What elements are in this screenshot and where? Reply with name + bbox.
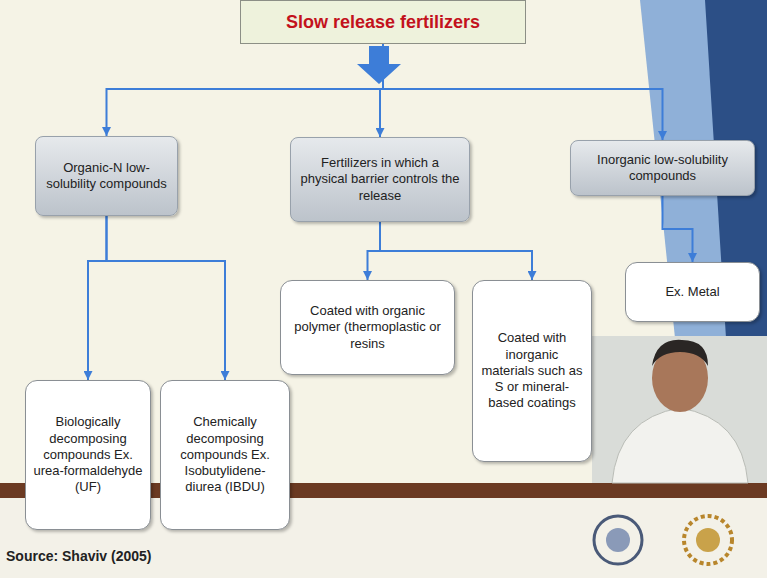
source-note: Source: Shaviv (2005)	[6, 548, 152, 564]
box-text: Coated with organic polymer (thermoplast…	[288, 303, 447, 352]
tree-connector	[368, 222, 381, 280]
speaker-hair	[652, 340, 708, 366]
tree-connector	[107, 216, 226, 380]
example-box: Chemically decomposing compounds Ex. Iso…	[160, 380, 290, 530]
box-text: Inorganic low-solubility compounds	[578, 152, 747, 185]
category-box: Fertilizers in which a physical barrier …	[290, 137, 470, 222]
category-box: Organic-N low-solubility compounds	[35, 136, 178, 216]
box-text: Fertilizers in which a physical barrier …	[298, 155, 462, 204]
institute-logo	[606, 528, 630, 552]
tree-connector	[663, 196, 693, 262]
tree-connector	[88, 216, 107, 380]
box-text: Chemically decomposing compounds Ex. Iso…	[168, 414, 282, 495]
example-box: Biologically decomposing compounds Ex. u…	[25, 380, 151, 530]
nptel-logo	[684, 516, 732, 564]
tree-connector	[107, 44, 384, 136]
box-text: Biologically decomposing compounds Ex. u…	[33, 414, 143, 495]
institute-logo	[594, 516, 642, 564]
title-box: Slow release fertilizers	[240, 0, 526, 44]
block-arrow	[357, 46, 401, 84]
nptel-logo	[696, 528, 720, 552]
tree-connector	[383, 44, 663, 140]
box-text: Slow release fertilizers	[286, 11, 480, 34]
example-box: Coated with inorganic materials such as …	[472, 280, 592, 462]
box-text: Organic-N low-solubility compounds	[43, 160, 170, 193]
example-box: Coated with organic polymer (thermoplast…	[280, 280, 455, 375]
box-text: Ex. Metal	[665, 284, 719, 300]
category-box: Inorganic low-solubility compounds	[570, 140, 755, 196]
speaker-body	[612, 408, 748, 483]
speaker-video	[592, 336, 767, 483]
example-box: Ex. Metal	[625, 262, 760, 322]
box-text: Coated with inorganic materials such as …	[480, 330, 584, 411]
tree-connector	[380, 222, 532, 280]
